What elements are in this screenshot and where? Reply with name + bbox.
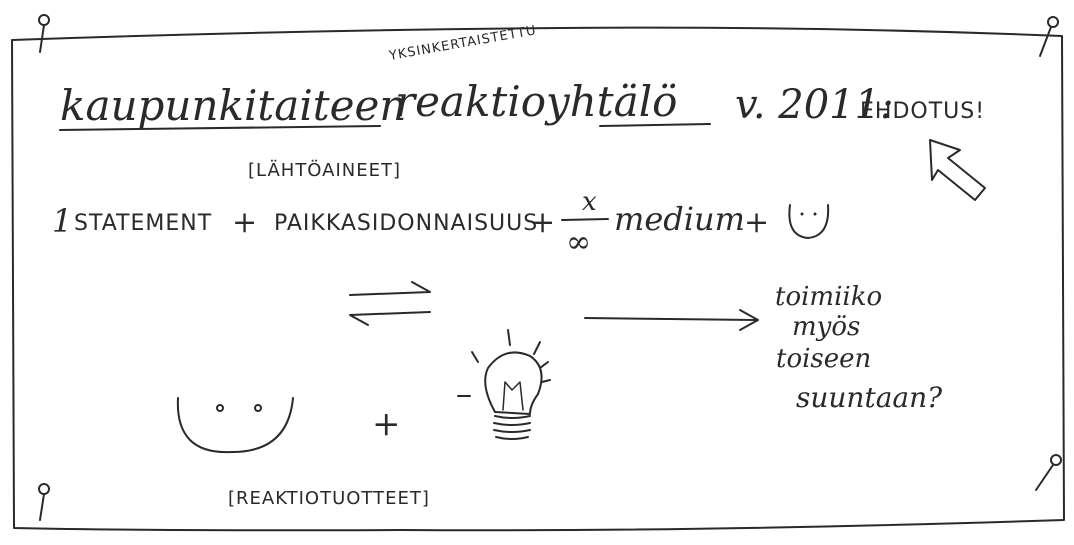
fraction-denominator: ∞ xyxy=(566,225,591,260)
equation-plus1: + xyxy=(232,205,257,240)
title-main: kaupunkitaiteen xyxy=(60,81,406,130)
equation-term1: STATEMENT xyxy=(74,211,212,236)
title-rest: reaktioyhtälö xyxy=(395,77,677,126)
question-line3: toiseen xyxy=(776,344,871,374)
equation-plus2: + xyxy=(530,205,555,240)
products-plus: + xyxy=(372,404,401,444)
equilibrium-arrow-icon xyxy=(349,281,431,326)
equation-term3: medium xyxy=(614,200,745,238)
question-line1: toimiiko xyxy=(775,282,882,312)
question-line4: suuntaan? xyxy=(796,381,943,414)
products-label: [REAKTIOTUOTTEET] xyxy=(228,488,430,509)
smiley-icon-small xyxy=(788,204,830,239)
paper-border xyxy=(11,26,1065,532)
right-arrow-icon xyxy=(584,309,759,331)
pushpin-icon-top-left xyxy=(38,14,50,53)
title-suffix: EHDOTUS! xyxy=(860,99,985,124)
title-main-underline xyxy=(59,125,381,131)
fraction-numerator: x xyxy=(582,187,597,217)
light-bulb-icon xyxy=(457,329,551,440)
arrow-icon xyxy=(929,139,986,201)
pushpin-icon-top-right xyxy=(1039,16,1059,57)
question-line2: myös xyxy=(792,312,860,342)
smiley-icon xyxy=(176,397,294,454)
equation-term2: PAIKKASIDONNAISUUS xyxy=(274,211,538,236)
title-rest-underline xyxy=(599,123,711,127)
equation-plus3: + xyxy=(744,205,769,240)
pushpin-icon-bottom-left xyxy=(38,483,50,521)
fraction-bar xyxy=(561,218,609,221)
equation-coefficient: 1 xyxy=(52,202,72,240)
title-year: v. 2011: xyxy=(735,82,894,128)
reactants-label: [LÄHTÖAINEET] xyxy=(248,159,401,181)
pushpin-icon-bottom-right xyxy=(1035,454,1062,491)
